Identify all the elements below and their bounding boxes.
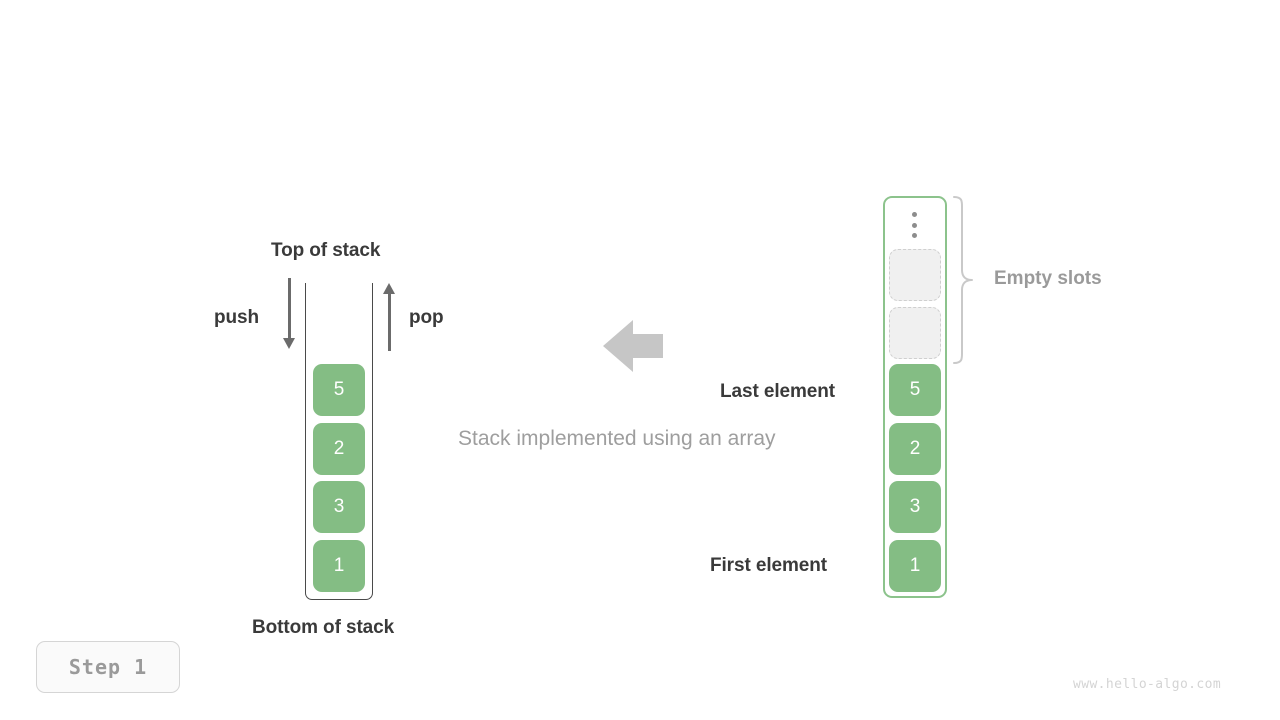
- stack-cell: 2: [313, 423, 365, 475]
- diagram-caption: Stack implemented using an array: [458, 427, 776, 450]
- array-cell: 5: [889, 364, 941, 416]
- stack-container: [305, 283, 373, 600]
- empty-slot: [889, 249, 941, 301]
- pop-label: pop: [409, 307, 444, 328]
- push-arrow-shaft: [288, 278, 291, 340]
- pop-arrow-shaft: [388, 294, 391, 351]
- stack-cell: 1: [313, 540, 365, 592]
- push-arrow-head-icon: [282, 338, 295, 349]
- stack-cell: 3: [313, 481, 365, 533]
- empty-slot: [889, 307, 941, 359]
- transform-arrow-icon: [603, 320, 663, 372]
- top-of-stack-label: Top of stack: [271, 240, 381, 261]
- bottom-of-stack-label: Bottom of stack: [252, 617, 395, 638]
- first-element-label: First element: [710, 555, 827, 576]
- push-label: push: [214, 307, 259, 328]
- array-cell: 1: [889, 540, 941, 592]
- pop-arrow-head-icon: [382, 283, 395, 294]
- watermark: www.hello-algo.com: [1073, 677, 1222, 692]
- array-cell: 3: [889, 481, 941, 533]
- empty-slots-label: Empty slots: [994, 268, 1102, 289]
- step-badge: Step 1: [36, 641, 180, 693]
- empty-slots-brace-icon: [953, 196, 973, 364]
- stack-cell: 5: [313, 364, 365, 416]
- vertical-ellipsis-icon: [911, 212, 917, 238]
- array-cell: 2: [889, 423, 941, 475]
- last-element-label: Last element: [720, 381, 835, 402]
